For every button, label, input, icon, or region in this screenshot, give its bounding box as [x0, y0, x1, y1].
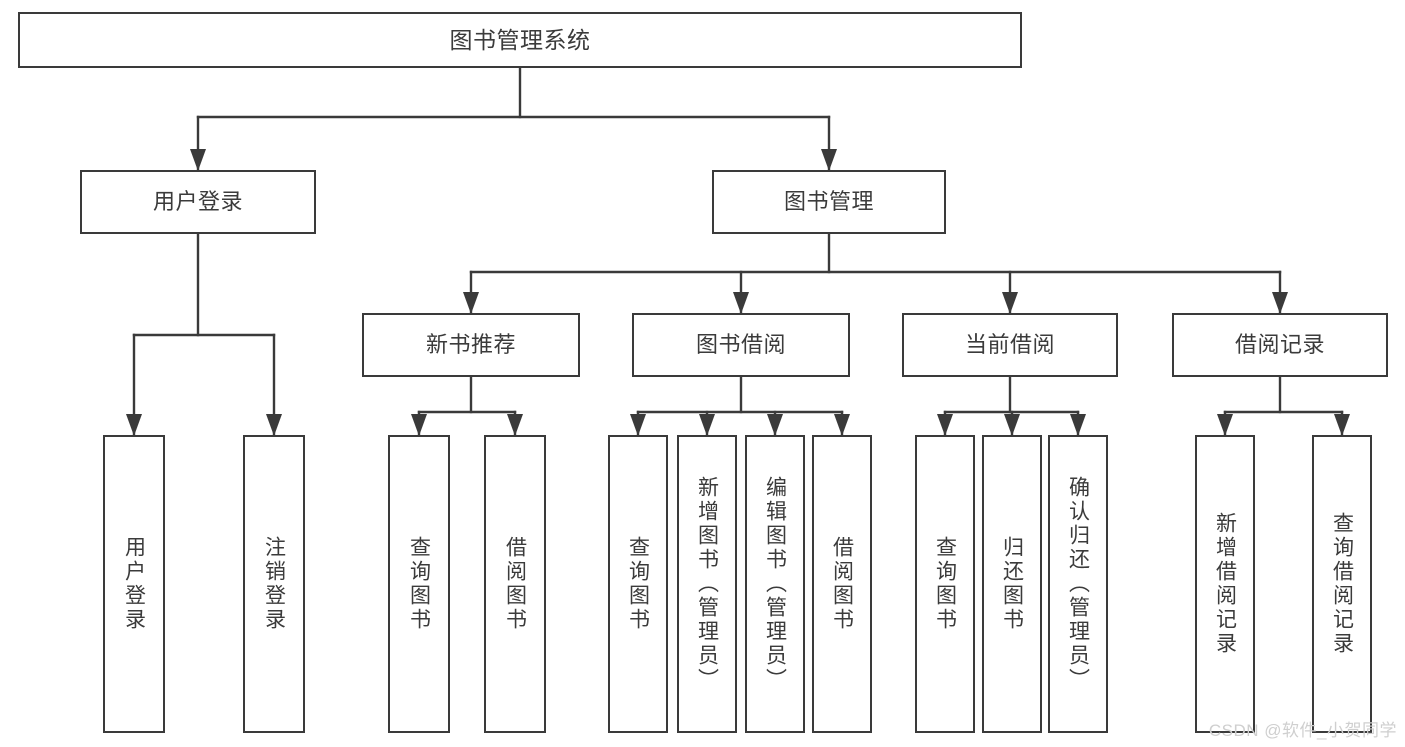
arrow-head-icon [1070, 414, 1086, 436]
node-new_book_rec[interactable]: 新书推荐 [362, 313, 580, 377]
node-leaf_return_book[interactable]: 归还图书 [982, 435, 1042, 733]
node-leaf_user_login[interactable]: 用户登录 [103, 435, 165, 733]
arrow-head-icon [937, 414, 953, 436]
node-leaf_query_record[interactable]: 查询借阅记录 [1312, 435, 1372, 733]
node-root[interactable]: 图书管理系统 [18, 12, 1022, 68]
arrow-head-icon [834, 414, 850, 436]
node-label: 新增图书（管理员） [695, 476, 719, 692]
arrow-head-icon [699, 414, 715, 436]
node-book_borrow[interactable]: 图书借阅 [632, 313, 850, 377]
node-leaf_query_book_3[interactable]: 查询图书 [915, 435, 975, 733]
node-leaf_edit_book[interactable]: 编辑图书（管理员） [745, 435, 805, 733]
arrow-head-icon [630, 414, 646, 436]
arrow-head-icon [767, 414, 783, 436]
node-label: 查询借阅记录 [1330, 512, 1354, 656]
arrow-head-icon [1272, 292, 1288, 314]
node-label: 用户登录 [122, 536, 146, 632]
node-borrow_record[interactable]: 借阅记录 [1172, 313, 1388, 377]
arrow-head-icon [1004, 414, 1020, 436]
node-label: 图书管理系统 [449, 26, 591, 53]
node-label: 借阅图书 [830, 536, 854, 632]
arrow-head-icon [190, 149, 206, 171]
arrow-head-icon [411, 414, 427, 436]
node-label: 借阅记录 [1234, 332, 1325, 358]
node-current_borrow[interactable]: 当前借阅 [902, 313, 1118, 377]
node-label: 查询图书 [933, 536, 957, 632]
node-leaf_logout[interactable]: 注销登录 [243, 435, 305, 733]
node-label: 编辑图书（管理员） [763, 476, 787, 692]
arrow-head-icon [733, 292, 749, 314]
node-label: 用户登录 [152, 189, 243, 215]
arrow-head-icon [1002, 292, 1018, 314]
arrow-head-icon [1217, 414, 1233, 436]
node-label: 查询图书 [626, 536, 650, 632]
node-label: 归还图书 [1000, 536, 1024, 632]
watermark: CSDN @软件_小贺同学 [1208, 721, 1397, 740]
node-label: 确认归还（管理员） [1066, 476, 1090, 692]
node-leaf_confirm_return[interactable]: 确认归还（管理员） [1048, 435, 1108, 733]
node-leaf_query_book_1[interactable]: 查询图书 [388, 435, 450, 733]
node-label: 图书借阅 [695, 332, 786, 358]
node-label: 当前借阅 [964, 332, 1055, 358]
arrow-head-icon [266, 414, 282, 436]
node-leaf_borrow_book_1[interactable]: 借阅图书 [484, 435, 546, 733]
arrow-head-icon [126, 414, 142, 436]
arrow-head-icon [463, 292, 479, 314]
node-leaf_add_record[interactable]: 新增借阅记录 [1195, 435, 1255, 733]
arrow-head-icon [1334, 414, 1350, 436]
node-leaf_add_book[interactable]: 新增图书（管理员） [677, 435, 737, 733]
arrow-head-icon [821, 149, 837, 171]
node-leaf_borrow_book_2[interactable]: 借阅图书 [812, 435, 872, 733]
node-label: 新增借阅记录 [1213, 512, 1237, 656]
node-user_login[interactable]: 用户登录 [80, 170, 316, 234]
arrow-head-icon [507, 414, 523, 436]
node-label: 图书管理 [783, 189, 874, 215]
node-label: 注销登录 [262, 536, 286, 632]
node-label: 新书推荐 [425, 332, 516, 358]
node-leaf_query_book_2[interactable]: 查询图书 [608, 435, 668, 733]
node-label: 借阅图书 [503, 536, 527, 632]
node-book_manage[interactable]: 图书管理 [712, 170, 946, 234]
node-label: 查询图书 [407, 536, 431, 632]
